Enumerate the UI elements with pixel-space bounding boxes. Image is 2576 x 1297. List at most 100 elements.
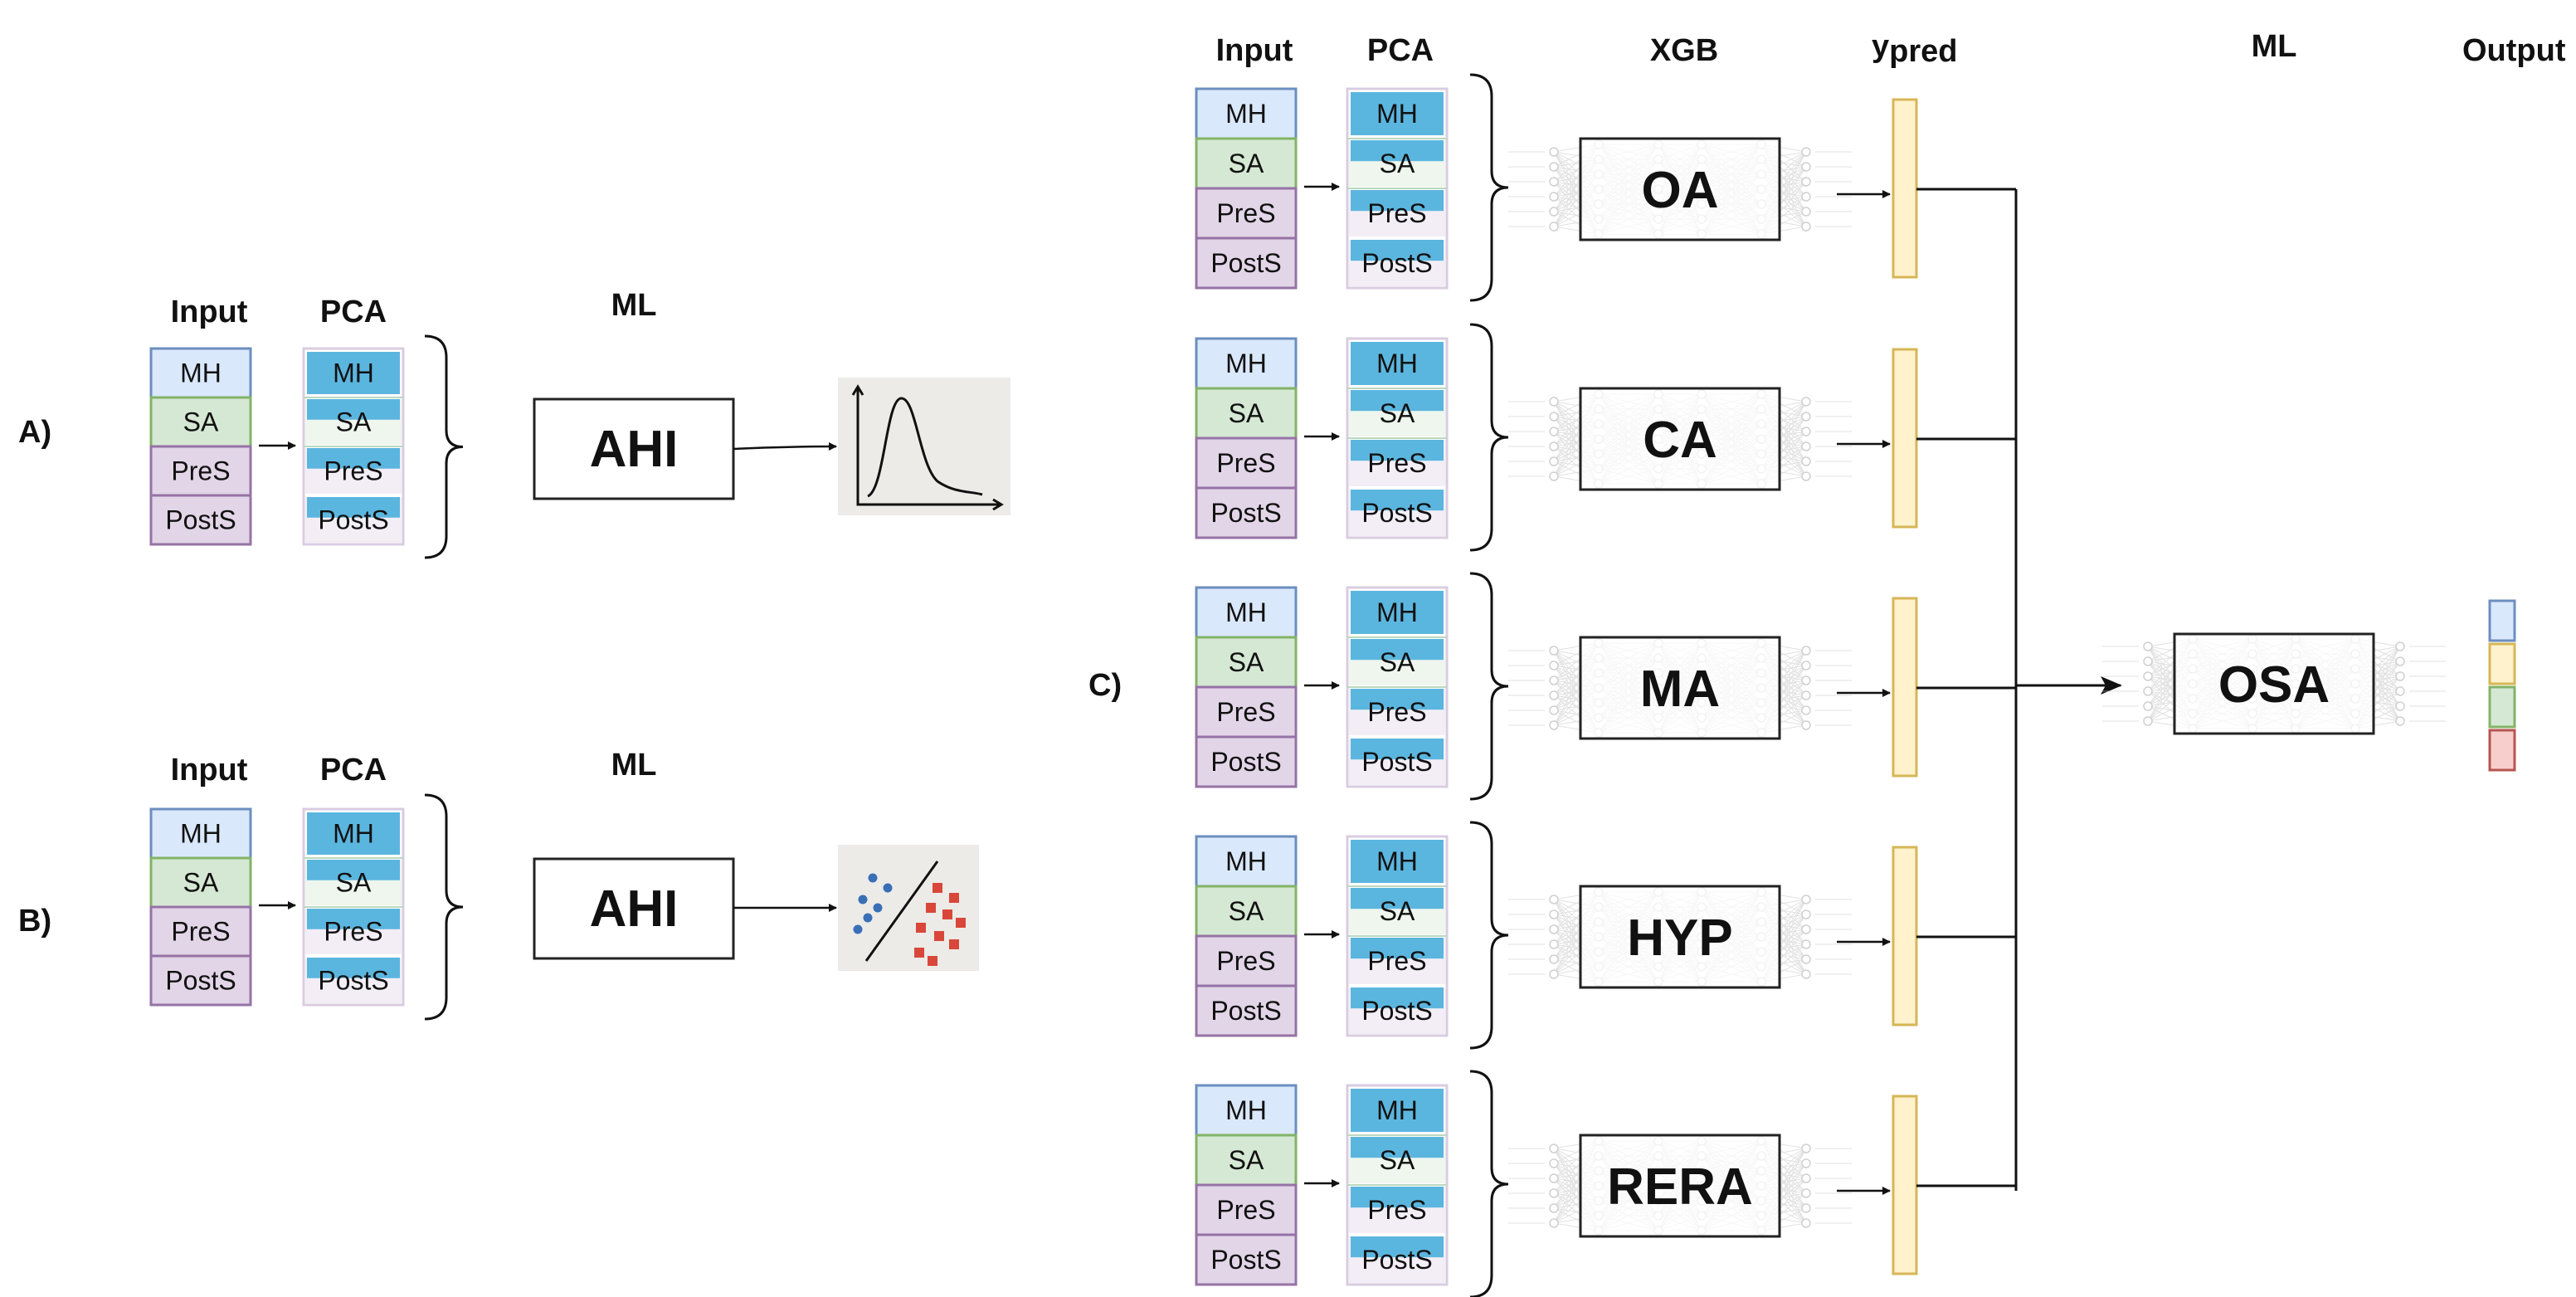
panel-c-xgb-header: XGB: [1650, 33, 1718, 68]
panel-c-row-ca-input-segment-mh: [1195, 337, 1298, 390]
panel-c-osa-nn-node: [2395, 686, 2405, 696]
panel-c-row-ma-input-segment-label: SA: [1229, 647, 1264, 677]
panel-b-red-point: [928, 956, 937, 966]
panel-c-row-rera-nn-node: [1549, 1218, 1559, 1228]
panel-c-row-rera-model-label: RERA: [1607, 1158, 1753, 1216]
panel-c-row-rera-input-segment-mh: [1195, 1084, 1298, 1137]
panel-c-row-ma-pca-label: PostS: [1361, 747, 1432, 777]
panel-b-label: B): [18, 904, 51, 939]
panel-c-row-ca-pca-band: [1351, 440, 1444, 461]
panel-a-input-segment-label: PostS: [165, 505, 236, 535]
panel-c-row-oa-pca-band: [1351, 190, 1444, 212]
panel-b-red-point: [926, 903, 936, 913]
panel-c-row-ma-pca-band: [1351, 689, 1444, 710]
panel-c-row-hyp-input-segment-sa: [1195, 885, 1298, 938]
panel-c-row-hyp-nn-node: [1801, 939, 1811, 949]
panel-b-red-point: [949, 939, 959, 949]
panel-a-model-to-output-arrow: [733, 442, 837, 451]
panel-c-row-rera-input-segment-label: PreS: [1216, 1195, 1275, 1225]
panel-c-output-class-green: [2488, 685, 2516, 729]
panel-a-brace: [424, 334, 464, 559]
panel-c-row-rera-nn-node: [1801, 1173, 1811, 1183]
panel-c-row-ca-nn-node: [1801, 441, 1811, 451]
panel-c-row-rera-nn-node: [1801, 1143, 1811, 1153]
panel-c-row-ca-model-box: [1579, 387, 1781, 491]
panel-c-row-hyp-brace: [1469, 821, 1509, 1050]
panel-c-row-oa-nn-node: [1549, 192, 1559, 202]
panel-a-pca-label: PreS: [324, 456, 382, 486]
panel-c-row-oa-nn-node: [1549, 177, 1559, 187]
panel-c-osa-model-label: OSA: [2218, 656, 2330, 714]
panel-c-row-oa-nn-node: [1801, 222, 1811, 232]
panel-c-row-oa-nn-node: [1549, 207, 1559, 217]
panel-c-row-ca-pca-band: [1351, 390, 1444, 412]
panel-a-pca-band: [307, 448, 400, 469]
panel-c-row-ca-pca-label: PreS: [1367, 448, 1426, 478]
panel-c-row-ca-nn-node: [1549, 427, 1559, 436]
panel-c-row-rera-nn-node: [1801, 1188, 1811, 1198]
panel-c-row-rera-model-box: [1579, 1134, 1781, 1238]
panel-c-row-ma-input-segment-label: PostS: [1210, 747, 1281, 777]
panel-c-row-rera-input-segment-label: SA: [1229, 1145, 1264, 1175]
panel-c-osa-nn-node: [2395, 641, 2405, 651]
panel-c-row-oa-input-segment-label: PreS: [1216, 198, 1275, 228]
panel-b-input-header: Input: [171, 753, 248, 787]
panel-c-row-hyp-nn-node: [1801, 924, 1811, 934]
panel-b-pca-label: MH: [333, 819, 374, 849]
panel-c-osa-nn-node: [2143, 671, 2153, 681]
panel-c-row-hyp-ypred-bar: [1892, 846, 1918, 1026]
panel-c-row-ma-pca-label: PreS: [1367, 697, 1426, 727]
panel-c-row-ma-input-segment-label: MH: [1225, 597, 1267, 627]
panel-c-row-ca-nn-node: [1801, 456, 1811, 466]
panel-c-row-ca-nn-node: [1549, 471, 1559, 481]
panel-c-row-ma-nn-node: [1549, 720, 1559, 730]
panel-c-row-ca-nn-node: [1801, 397, 1811, 407]
panel-c-row-ma-nn-node: [1801, 705, 1811, 715]
panel-b-red-point: [956, 918, 966, 928]
panel-b-red-point: [916, 923, 926, 933]
panel-a-input-segment-label: PreS: [171, 456, 230, 486]
panel-c-row-ca-pca-band: [1351, 490, 1444, 511]
panel-c-row-oa-nn-node: [1801, 192, 1811, 202]
panel-c-ml-header: ML: [2252, 29, 2297, 64]
panel-c-row-oa-pca-band: [1351, 92, 1444, 135]
panel-b-classification-scatter-icon: [838, 845, 979, 971]
panel-c-row-rera-nn-node: [1549, 1188, 1559, 1198]
panel-c-row-oa-nn-node: [1801, 177, 1811, 187]
panel-c-row-rera-nn-node: [1801, 1218, 1811, 1228]
panel-c-row-hyp-input-segment-label: MH: [1225, 846, 1267, 876]
panel-c-row-oa-pca-label: PostS: [1361, 248, 1432, 278]
panel-c-row-ma-input-segment-label: PreS: [1216, 697, 1275, 727]
panel-c-row-ca-nn-node: [1549, 456, 1559, 466]
panel-c-row-ma-nn-node: [1549, 705, 1559, 715]
panel-c-row-rera-pca-label: PostS: [1361, 1245, 1432, 1275]
panel-b-pca-band: [307, 860, 400, 880]
panel-c-row-rera-input-segment-pres: [1195, 1183, 1298, 1236]
panel-b-blue-point: [868, 873, 878, 883]
panel-c-row-hyp-input-segment-posts: [1195, 984, 1298, 1037]
panel-c-row-ca-nn-node: [1549, 441, 1559, 451]
panel-c-label: C): [1088, 668, 1122, 703]
panel-c-row-hyp-pca-label: MH: [1376, 846, 1418, 876]
panel-c-row-oa-input-segment-label: PostS: [1210, 248, 1281, 278]
panel-c-row-oa-nn-node: [1801, 162, 1811, 172]
panel-a-model-box: [533, 397, 735, 500]
panel-a-pca-label: PostS: [318, 505, 388, 535]
panel-a-pca-band: [307, 497, 400, 518]
panel-c-row-hyp-pca-label: PreS: [1367, 946, 1426, 976]
panel-c-row-oa-input-segment-label: MH: [1225, 99, 1267, 129]
panel-c-input-header: Input: [1216, 33, 1293, 68]
panel-c-row-ma-nn-node: [1549, 690, 1559, 700]
panel-c-row-oa-nn-node: [1801, 147, 1811, 157]
panel-c-row-oa-pca-label: SA: [1380, 149, 1415, 178]
panel-c-row-ma-nn-node: [1801, 646, 1811, 656]
panel-c-row-hyp-pca-band: [1351, 938, 1444, 959]
panel-b-input-segment-label: PostS: [165, 966, 236, 996]
panel-b-red-point: [933, 883, 942, 893]
panel-c-row-hyp-model-box: [1579, 885, 1781, 989]
panel-c-row-ca-nn-node: [1801, 412, 1811, 422]
panel-c-output-class-red: [2488, 729, 2516, 772]
panel-c-row-rera-nn-node: [1801, 1203, 1811, 1213]
panel-c-row-oa-pca-band: [1351, 240, 1444, 261]
